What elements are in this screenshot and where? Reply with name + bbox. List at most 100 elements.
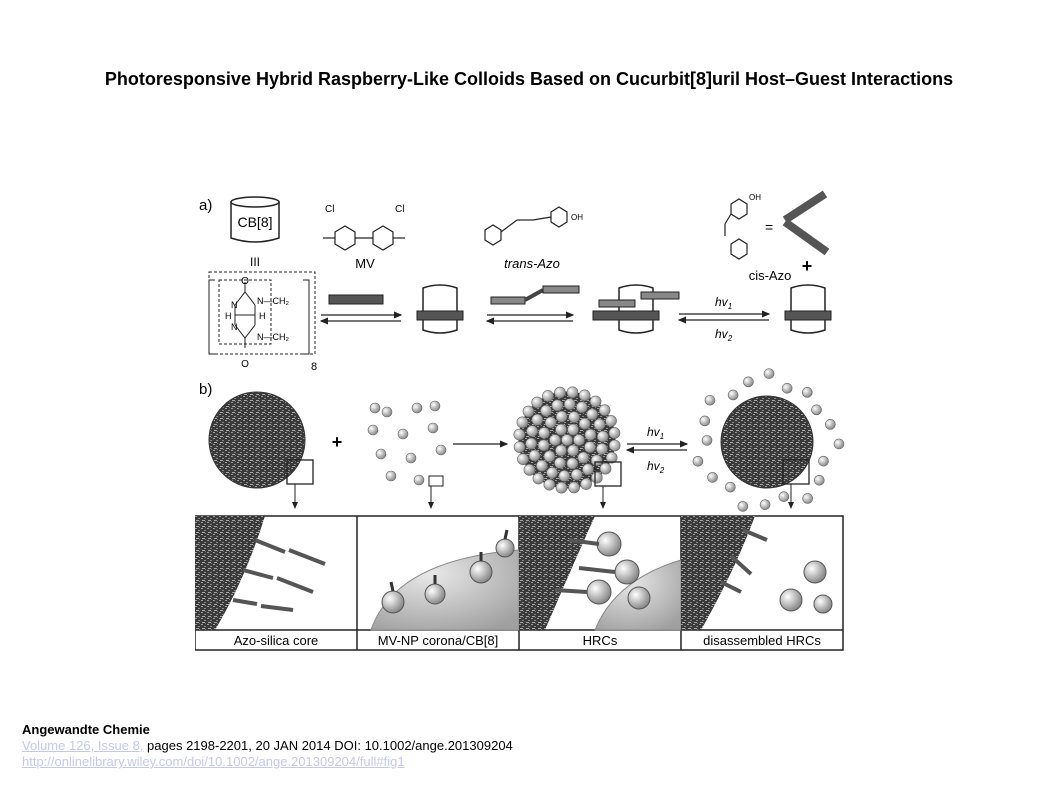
cis-azo-label: cis-Azo: [749, 268, 792, 283]
panel-label-4: disassembled HRCs: [703, 633, 821, 648]
nanoparticle: [543, 450, 556, 463]
ch2-label-bottom: N—CH₂: [257, 332, 289, 342]
zoom-panels: [195, 515, 844, 651]
nanoparticle: [802, 493, 813, 504]
hv2-label-b: hv2: [647, 459, 665, 475]
nanoparticle: [727, 389, 739, 401]
nanoparticle: [555, 444, 567, 457]
mv-rod: [328, 294, 384, 305]
nanoparticle: [586, 408, 598, 421]
nanoparticle: [544, 416, 557, 429]
nanoparticle: [526, 425, 538, 437]
trans-azo-label: trans-Azo: [504, 256, 560, 271]
equilibrium-arrows-2: [485, 311, 575, 325]
nanoparticle: [570, 468, 583, 481]
cb8-mv-complex-icon-2: [784, 284, 832, 334]
article-url-link[interactable]: http://onlinelibrary.wiley.com/doi/10.10…: [22, 754, 405, 769]
nanoparticle: [725, 481, 736, 493]
nanoparticle: [429, 400, 441, 412]
nanoparticle: [573, 434, 585, 446]
nanoparticle: [554, 386, 566, 399]
plus-sign-b: +: [332, 432, 343, 452]
nanoparticle: [568, 481, 580, 494]
nanoparticle: [596, 443, 608, 455]
nanoparticle: [591, 471, 603, 484]
nanoparticle: [801, 387, 813, 398]
nanoparticle: [578, 389, 591, 402]
figure: a) CB[8] III O O N N H H N—CH₂ N—CH₂ 8 C…: [195, 180, 845, 652]
h-label-1: H: [225, 311, 232, 321]
o-label-top: O: [241, 276, 249, 287]
cb8-label: CB[8]: [237, 214, 272, 230]
hv1-label-a: hv1: [715, 295, 732, 311]
nanoparticle: [531, 396, 543, 409]
panel-label-2: MV-NP corona/CB[8]: [378, 633, 498, 648]
nanoparticle: [584, 428, 597, 441]
nanoparticle: [531, 413, 544, 426]
journal-name: Angewandte Chemie: [22, 722, 150, 737]
nanoparticle: [568, 411, 580, 423]
nanoparticle: [528, 449, 541, 462]
nanoparticle: [833, 438, 845, 450]
nanoparticle: [537, 439, 550, 452]
nanoparticle: [599, 462, 612, 475]
nanoparticle: [699, 415, 711, 427]
nanoparticle: [737, 501, 749, 512]
nanoparticle: [781, 383, 793, 394]
cb8-caption: III: [250, 255, 260, 269]
cb8-structure: [208, 271, 316, 355]
volume-link[interactable]: Volume 126, Issue 8,: [22, 738, 144, 753]
nanoparticle: [593, 418, 606, 431]
mv-nanoparticles: [367, 400, 447, 486]
equals-sign: =: [765, 219, 773, 235]
nanoparticle: [567, 423, 579, 436]
nanoparticle: [513, 441, 526, 453]
nanoparticle: [523, 464, 536, 476]
nanoparticle: [580, 478, 592, 490]
trans-azo-rod: [490, 285, 580, 305]
citation-footer: Angewandte Chemie Volume 126, Issue 8, p…: [22, 722, 513, 770]
nanoparticle: [578, 417, 591, 430]
nanoparticle: [605, 415, 617, 427]
n-label-2: N: [231, 322, 238, 332]
cb8-barrel-icon: CB[8]: [230, 196, 280, 243]
mv-label: MV: [355, 256, 375, 271]
nanoparticle: [375, 448, 387, 460]
disassembled-sphere: [692, 368, 845, 512]
nanoparticle: [411, 402, 423, 414]
nanoparticle: [825, 419, 836, 430]
nanoparticle: [555, 410, 568, 423]
oh-label-trans: OH: [571, 213, 583, 222]
nanoparticle: [543, 478, 556, 491]
nanoparticle: [811, 404, 822, 416]
nanoparticle: [759, 499, 771, 510]
nanoparticle: [692, 455, 704, 467]
nanoparticle: [577, 451, 590, 464]
nanoparticle: [369, 402, 381, 414]
citation-text: pages 2198-2201, 20 JAN 2014 DOI: 10.100…: [143, 738, 513, 753]
nanoparticle: [513, 428, 526, 441]
cb8-mv-complex-icon: [416, 284, 464, 334]
nanoparticle: [704, 394, 716, 406]
nanoparticle: [813, 474, 825, 486]
ternary-complex-icon: [592, 284, 680, 334]
nanoparticle: [566, 386, 579, 399]
nanoparticle: [608, 427, 621, 439]
nanoparticle: [525, 437, 537, 450]
cis-azo-structure: [724, 198, 748, 260]
ch2-label-top: N—CH₂: [257, 296, 289, 306]
nanoparticle: [563, 398, 576, 410]
h-label-2: H: [259, 311, 266, 321]
nanoparticle: [597, 430, 609, 443]
nanoparticle: [546, 466, 558, 479]
nanoparticle: [532, 472, 545, 485]
hrc-sphere: [513, 386, 622, 509]
equilibrium-arrows-1: [319, 311, 403, 325]
page-title: Photoresponsive Hybrid Raspberry-Like Co…: [104, 69, 954, 89]
nanoparticle: [589, 395, 602, 408]
nanoparticle: [427, 422, 439, 434]
o-label-bottom: O: [241, 359, 249, 370]
trans-azo-structure: [484, 206, 568, 246]
nanoparticle: [590, 454, 603, 467]
panel-a-label: a): [199, 197, 212, 214]
